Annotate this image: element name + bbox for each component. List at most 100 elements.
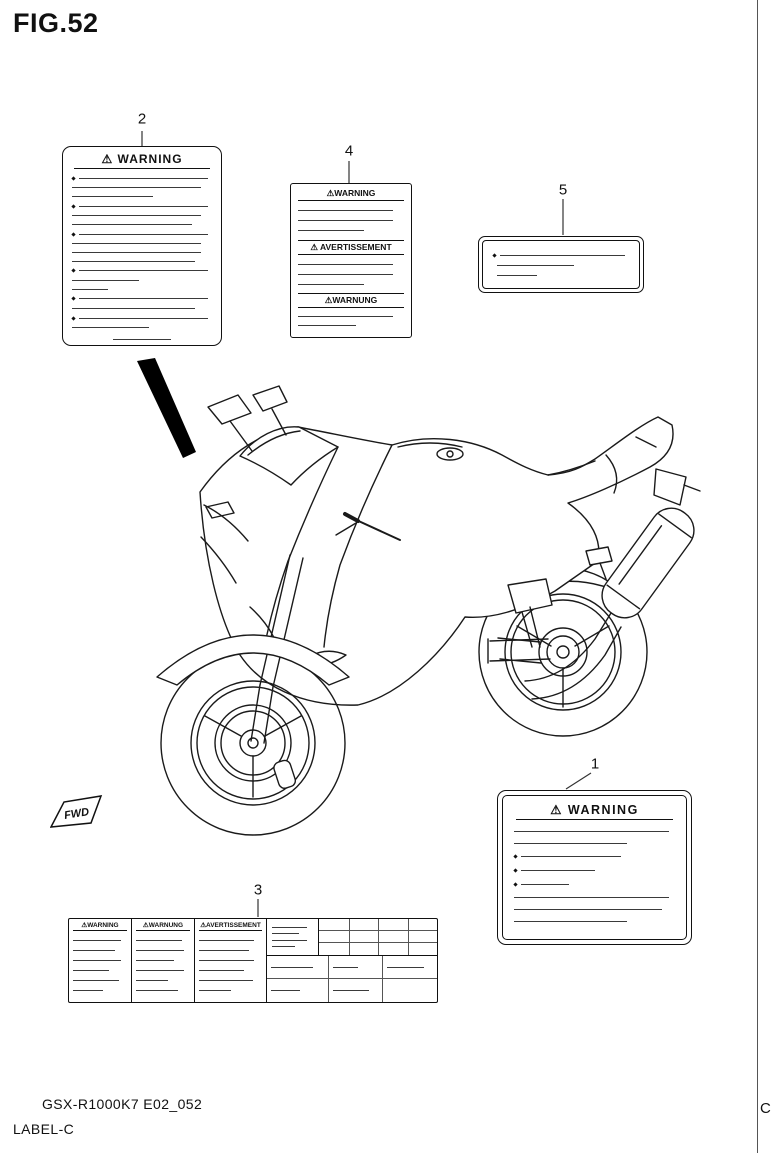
text-line bbox=[71, 204, 212, 209]
text-line bbox=[73, 950, 127, 951]
text-line bbox=[72, 288, 212, 290]
front-fender bbox=[156, 634, 350, 686]
text-line bbox=[298, 263, 404, 265]
table-cell bbox=[319, 931, 349, 943]
text-line bbox=[72, 195, 212, 197]
text-line bbox=[272, 933, 313, 935]
text-line bbox=[492, 252, 629, 258]
label4-avertissement-header: ⚠ AVERTISSEMENT bbox=[298, 241, 404, 255]
line-stroke bbox=[73, 990, 103, 991]
line-stroke bbox=[79, 270, 208, 272]
table-cell bbox=[407, 931, 437, 943]
label2-header: ⚠ WARNING bbox=[74, 152, 210, 169]
warning-label-1: ⚠ WARNING bbox=[497, 790, 692, 945]
line-stroke bbox=[72, 195, 154, 197]
text-line bbox=[272, 939, 313, 941]
text-line bbox=[71, 315, 212, 321]
multilingual-label-3: ⚠WARNING ⚠WARNUNG ⚠AVERTISSEMENT bbox=[68, 918, 438, 1003]
front-fork bbox=[250, 554, 304, 744]
windscreen bbox=[239, 426, 339, 486]
label5-text-lines bbox=[482, 240, 640, 289]
label1-inner-frame: ⚠ WARNING bbox=[502, 795, 687, 940]
text-line bbox=[298, 209, 404, 211]
bullet-mark bbox=[513, 854, 518, 859]
line-stroke bbox=[199, 960, 255, 961]
text-line bbox=[513, 868, 675, 873]
muffler bbox=[524, 507, 695, 700]
line-stroke bbox=[136, 960, 174, 961]
line-stroke bbox=[272, 933, 299, 935]
label2-footer-line bbox=[112, 339, 172, 340]
exhaust-pipe bbox=[524, 612, 622, 700]
label3-table-notes bbox=[267, 919, 319, 955]
line-stroke bbox=[199, 980, 254, 981]
text-line bbox=[493, 274, 629, 276]
text-line bbox=[72, 243, 212, 245]
callout-1: 1 bbox=[590, 755, 600, 773]
text-line bbox=[136, 980, 190, 981]
handlebar bbox=[335, 512, 401, 541]
table-cell bbox=[407, 943, 438, 955]
text-line bbox=[298, 325, 404, 327]
fuel-tank bbox=[397, 442, 596, 476]
label3-panel-warning: ⚠WARNING bbox=[69, 919, 132, 1002]
label4-warning-lines bbox=[298, 201, 404, 240]
line-stroke bbox=[79, 177, 208, 179]
text-line bbox=[136, 960, 190, 961]
callout-2: 2 bbox=[137, 110, 147, 128]
motorcycle-drawing bbox=[156, 385, 701, 836]
line-stroke bbox=[79, 233, 208, 235]
line-stroke bbox=[79, 205, 208, 207]
text-line bbox=[199, 960, 262, 961]
page-right-border bbox=[757, 0, 758, 1153]
line-stroke bbox=[136, 940, 182, 941]
text-line bbox=[72, 279, 212, 281]
table-cell bbox=[378, 931, 408, 943]
callout-3: 3 bbox=[253, 881, 263, 899]
text-line bbox=[271, 966, 324, 968]
line-stroke bbox=[72, 187, 201, 189]
text-line bbox=[73, 940, 127, 941]
line-stroke bbox=[72, 288, 109, 290]
text-line bbox=[298, 219, 404, 221]
line-stroke bbox=[272, 926, 307, 928]
brake-caliper bbox=[273, 759, 297, 789]
label4-warning-header: ⚠WARNING bbox=[298, 187, 404, 201]
line-stroke bbox=[521, 870, 596, 871]
tail-bracket bbox=[653, 468, 701, 506]
text-line bbox=[71, 268, 212, 273]
table-cell bbox=[267, 979, 330, 1002]
callout-5: 5 bbox=[558, 181, 568, 199]
information-label-5 bbox=[478, 236, 644, 293]
figure-title: FIG.52 bbox=[13, 8, 99, 38]
text-line bbox=[72, 260, 212, 262]
bullet-mark bbox=[71, 315, 76, 321]
bullet-mark bbox=[492, 252, 497, 258]
bullet-mark bbox=[71, 231, 76, 237]
table-cell bbox=[348, 931, 378, 943]
text-line bbox=[72, 307, 212, 309]
text-line bbox=[71, 231, 212, 237]
fwd-marker: FWD bbox=[50, 795, 103, 828]
line-stroke bbox=[136, 970, 184, 971]
line-stroke bbox=[72, 327, 149, 329]
line-stroke bbox=[272, 939, 307, 941]
table-cell bbox=[267, 956, 330, 979]
text-line bbox=[333, 990, 378, 991]
label4-warnung-lines bbox=[298, 308, 404, 334]
table-cell bbox=[319, 919, 349, 931]
text-line bbox=[136, 990, 190, 991]
label3-table-section bbox=[267, 919, 437, 1002]
label3-grid-bottom bbox=[267, 956, 437, 1002]
table-cell bbox=[348, 943, 379, 955]
text-line bbox=[199, 940, 262, 941]
text-line bbox=[136, 970, 190, 971]
line-stroke bbox=[73, 950, 116, 951]
text-line bbox=[199, 990, 262, 991]
line-stroke bbox=[298, 273, 394, 275]
text-line bbox=[298, 316, 404, 318]
line-stroke bbox=[497, 274, 537, 276]
table-cell bbox=[348, 919, 378, 931]
line-stroke bbox=[73, 940, 121, 941]
